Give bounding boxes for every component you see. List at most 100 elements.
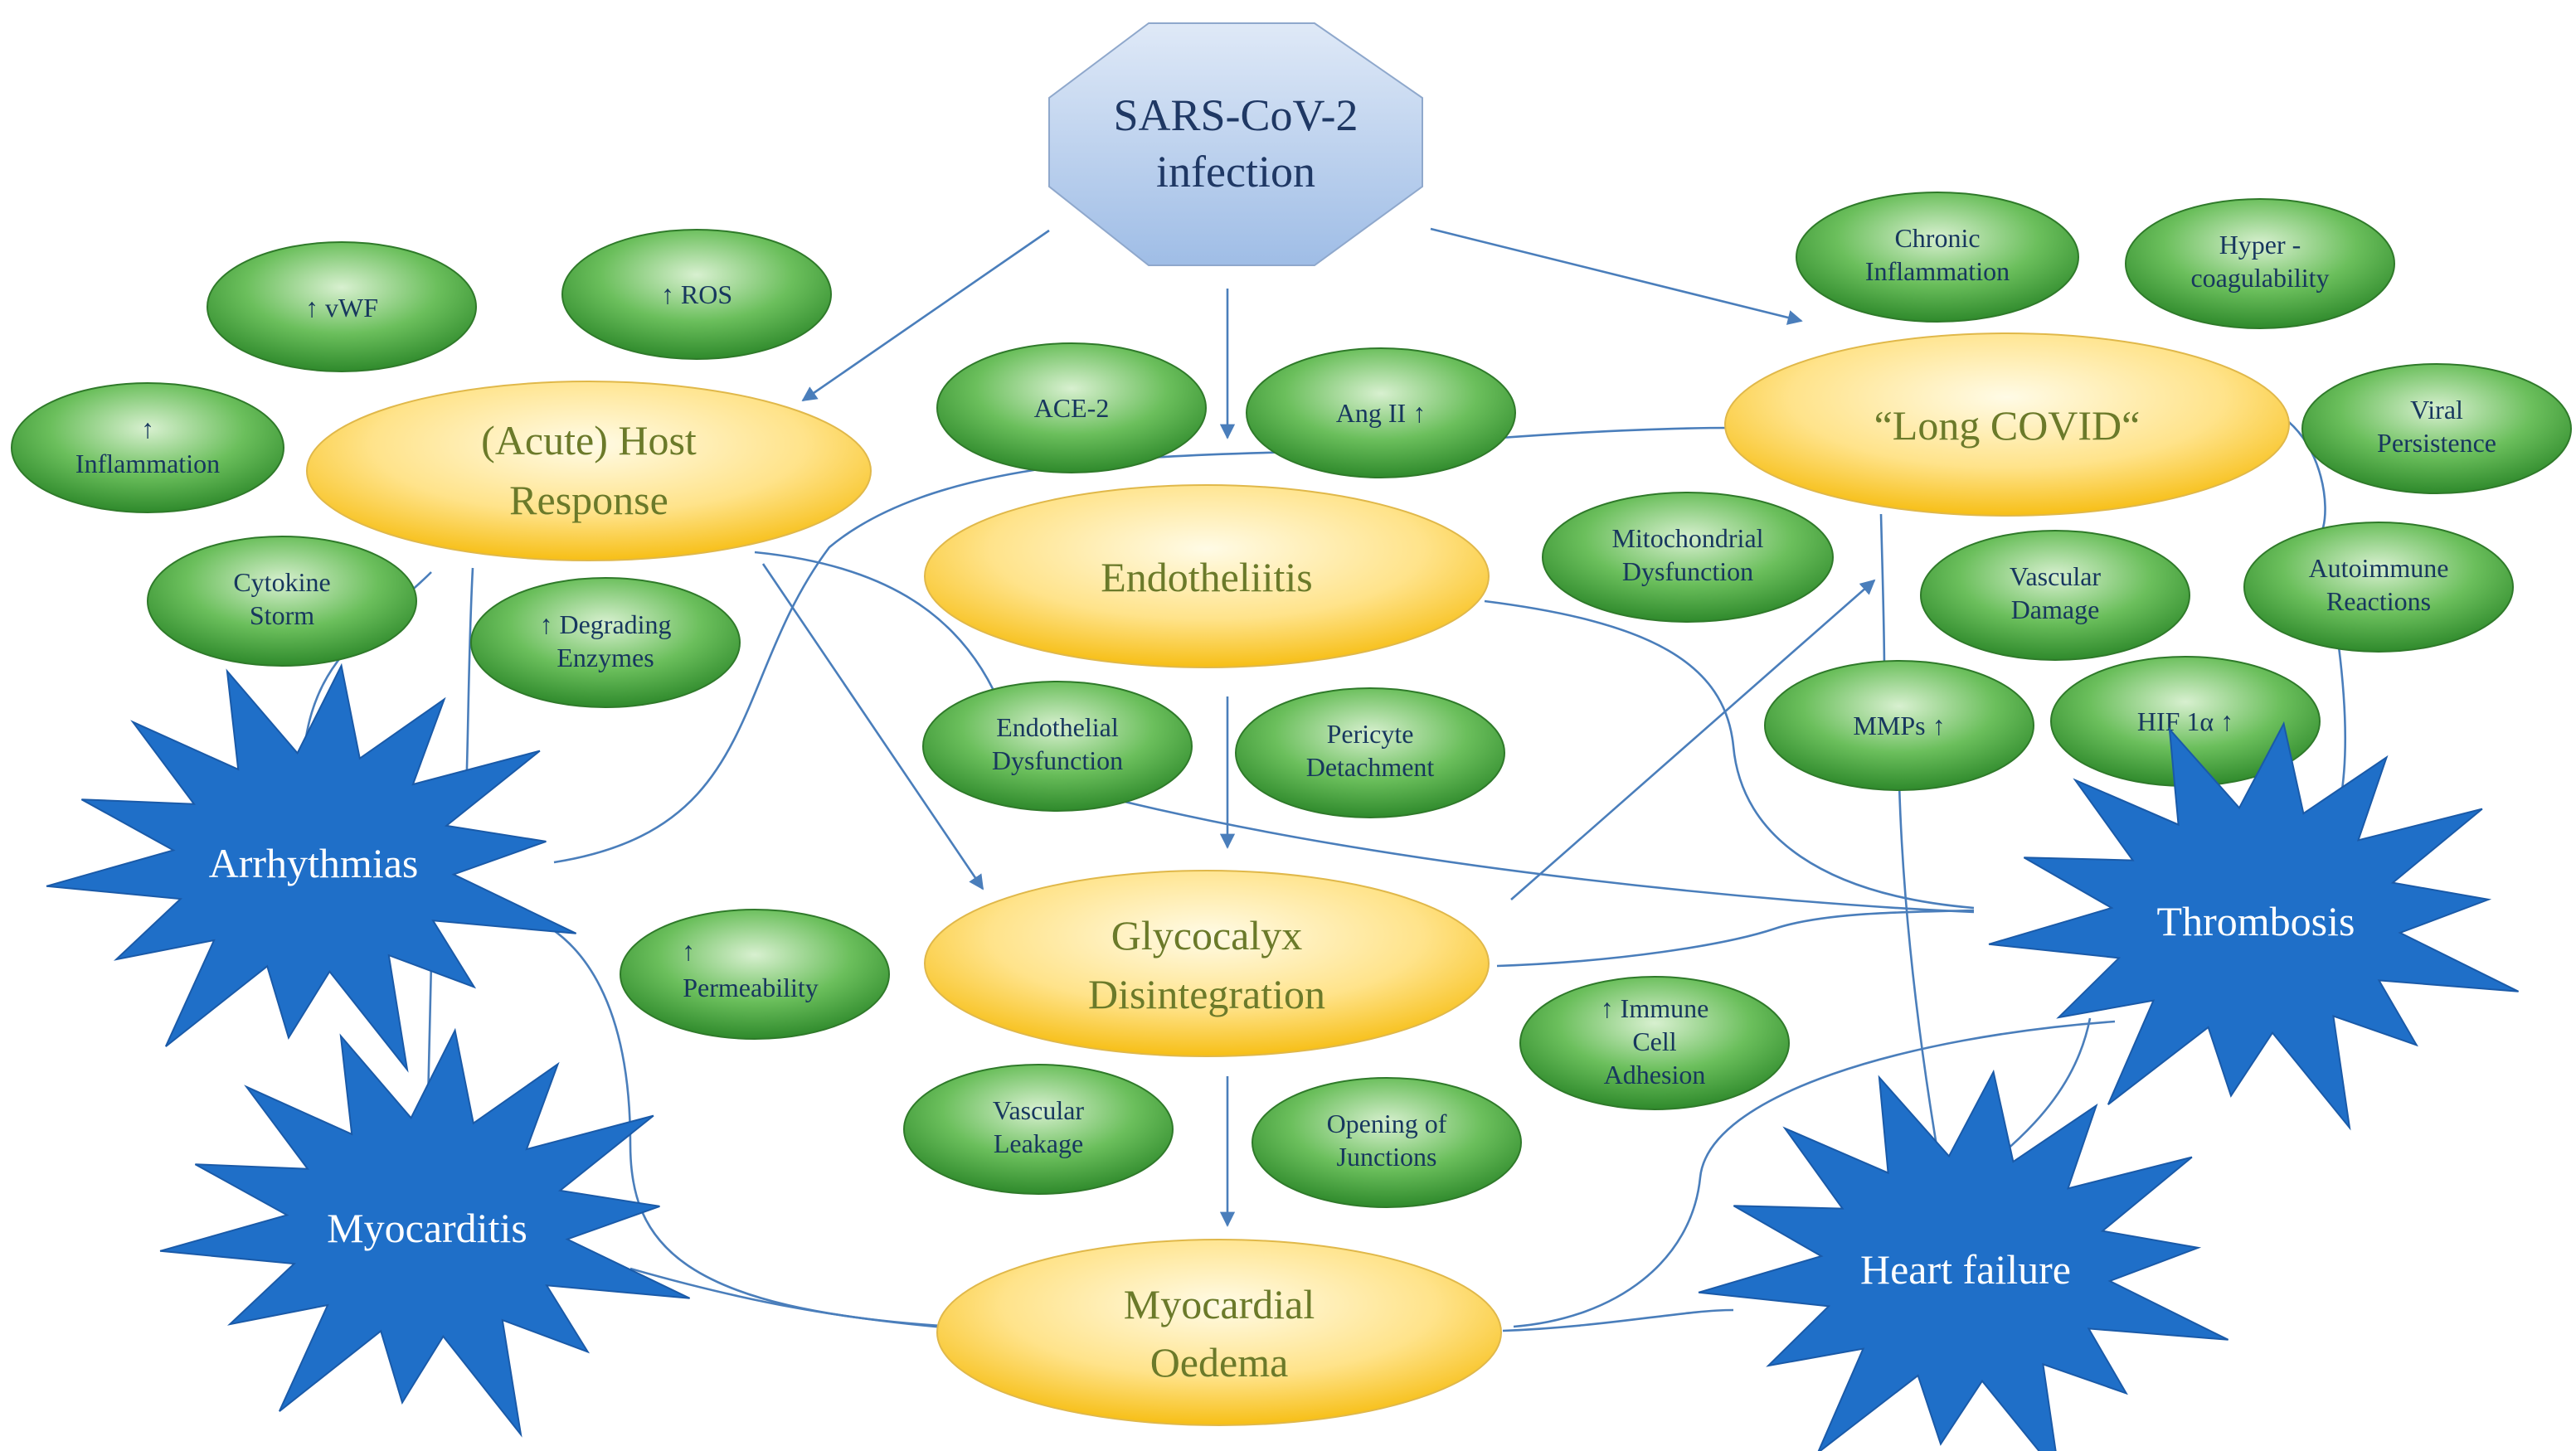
vwf-label: ↑ vWF <box>305 293 378 323</box>
permeability-line2: Permeability <box>683 973 819 1002</box>
pericyte-detachment-line1: Pericyte <box>1327 719 1414 749</box>
sars-cov-2-infection-node: SARS-CoV-2 infection <box>1048 22 1423 266</box>
arrow-infection-to-long-covid <box>1430 227 1803 325</box>
hif1a-label: HIF 1α ↑ <box>2137 706 2233 736</box>
ace2-node: ACE-2 <box>936 342 1207 473</box>
heart-failure-label-group: Heart failure <box>1860 1246 2071 1293</box>
permeability-node: ↑ Permeability <box>620 909 890 1040</box>
cytokine-storm-line2: Storm <box>250 600 314 630</box>
line-glycocalyx-to-thrombosis <box>1496 909 1975 968</box>
autoimmune-reactions-line1: Autoimmune <box>2309 553 2449 583</box>
ang-ii-label: Ang II ↑ <box>1336 398 1426 428</box>
endotheliitis-label: Endotheliitis <box>1101 554 1313 600</box>
line-host-to-arrhythmias <box>464 567 474 797</box>
ace2-label: ACE-2 <box>1034 393 1110 423</box>
acute-host-response-node: (Acute) Host Response <box>306 381 872 561</box>
line-oedema-to-heart-failure <box>1502 1308 1734 1332</box>
viral-persistence-node: Viral Persistence <box>2301 363 2572 494</box>
immune-cell-adhesion-line3: Adhesion <box>1604 1060 1706 1089</box>
arrhythmias-star <box>46 662 577 1073</box>
vascular-leakage-node: Vascular Leakage <box>903 1064 1174 1195</box>
hypercoagulability-node: Hyper - coagulability <box>2125 198 2395 329</box>
myocarditis-star <box>159 1027 691 1438</box>
line-ang-ii-to-long-covid <box>1500 426 1734 439</box>
top-node-line1: SARS-CoV-2 <box>1113 90 1358 140</box>
line-endotheliitis-to-thrombosis <box>1484 599 1975 910</box>
line-long-covid-to-autoimmune <box>2284 417 2326 531</box>
pericyte-detachment-node: Pericyte Detachment <box>1235 687 1505 818</box>
opening-junctions-node: Opening of Junctions <box>1252 1077 1522 1208</box>
acute-host-line2: Response <box>509 477 668 523</box>
ang-ii-node: Ang II ↑ <box>1246 347 1516 478</box>
outcome-stars <box>46 662 2520 1451</box>
line-endothelial-dysfunction-to-thrombosis <box>1117 798 1975 914</box>
endothelial-dysfunction-line2: Dysfunction <box>992 745 1123 775</box>
pericyte-detachment-line2: Detachment <box>1306 752 1435 782</box>
line-oedema-to-thrombosis <box>1513 1020 2116 1328</box>
inflammation-node: ↑ Inflammation <box>11 382 284 513</box>
ros-node: ↑ ROS <box>561 229 832 360</box>
arrow-infection-to-host <box>801 229 1050 402</box>
oedema-line1: Myocardial <box>1124 1281 1315 1327</box>
mitochondrial-dysfunction-node: Mitochondrial Dysfunction <box>1542 492 1834 623</box>
glycocalyx-line2: Disintegration <box>1088 971 1325 1017</box>
hypercoagulability-line1: Hyper - <box>2219 230 2301 260</box>
top-node-line2: infection <box>1156 147 1315 197</box>
vascular-leakage-line1: Vascular <box>993 1095 1085 1125</box>
immune-cell-adhesion-line2: Cell <box>1632 1026 1676 1056</box>
cytokine-storm-node: Cytokine Storm <box>147 536 417 667</box>
line-autoimmune-to-thrombosis <box>2337 646 2347 801</box>
glycocalyx-disintegration-node: Glycocalyx Disintegration <box>924 870 1490 1057</box>
line-myocarditis-to-oedema <box>629 1267 955 1330</box>
inflammation-line1: ↑ <box>141 414 154 444</box>
oedema-line2: Oedema <box>1150 1339 1289 1385</box>
vascular-leakage-line2: Leakage <box>994 1128 1083 1158</box>
degrading-enzymes-line2: Enzymes <box>557 643 654 672</box>
long-covid-label: “Long COVID“ <box>1874 402 2141 449</box>
immune-cell-adhesion-node: ↑ Immune Cell Adhesion <box>1519 976 1790 1110</box>
chronic-inflammation-node: Chronic Inflammation <box>1796 192 2079 323</box>
chronic-inflammation-line2: Inflammation <box>1865 256 2010 286</box>
endotheliitis-node: Endotheliitis <box>924 484 1490 668</box>
arrhythmias-label-group: Arrhythmias <box>209 840 419 886</box>
line-host-to-endothelial-dysfunction <box>754 551 1005 714</box>
myocardial-oedema-node: Myocardial Oedema <box>936 1239 1502 1426</box>
thrombosis-label-group: Thrombosis <box>2157 898 2355 944</box>
hypercoagulability-line2: coagulability <box>2190 263 2329 293</box>
vascular-damage-line2: Damage <box>2011 594 2100 624</box>
endothelial-dysfunction-node: Endothelial Dysfunction <box>922 681 1193 812</box>
endothelial-dysfunction-line1: Endothelial <box>996 712 1119 742</box>
opening-junctions-line1: Opening of <box>1327 1109 1447 1138</box>
thrombosis-label: Thrombosis <box>2157 898 2355 944</box>
myocarditis-label: Myocarditis <box>327 1205 527 1251</box>
degrading-enzymes-line1: ↑ Degrading <box>539 609 671 639</box>
arrhythmias-label: Arrhythmias <box>209 840 419 886</box>
heart-failure-label: Heart failure <box>1860 1246 2071 1293</box>
mmps-node: MMPs ↑ <box>1764 660 2034 791</box>
mitochondrial-dysfunction-line2: Dysfunction <box>1622 556 1753 586</box>
myocarditis-label-group: Myocarditis <box>327 1205 527 1251</box>
long-covid-node: “Long COVID“ <box>1724 332 2290 517</box>
arrow-host-to-glycocalyx <box>761 563 984 890</box>
opening-junctions-line2: Junctions <box>1337 1142 1437 1172</box>
arrow-glycocalyx-to-long-covid <box>1510 579 1876 900</box>
mitochondrial-dysfunction-line1: Mitochondrial <box>1611 523 1763 553</box>
immune-cell-adhesion-line1: ↑ Immune <box>1601 993 1709 1023</box>
ros-label: ↑ ROS <box>661 279 732 309</box>
degrading-enzymes-node: ↑ Degrading Enzymes <box>470 577 741 708</box>
heart-failure-star <box>1698 1069 2229 1451</box>
glycocalyx-line1: Glycocalyx <box>1111 912 1302 958</box>
cytokine-storm-line1: Cytokine <box>233 567 330 597</box>
thrombosis-star <box>1988 721 2520 1131</box>
hif1a-node: HIF 1α ↑ <box>2050 656 2321 787</box>
line-long-covid-to-mmps <box>1879 513 1886 672</box>
autoimmune-reactions-line2: Reactions <box>2326 586 2431 616</box>
vascular-damage-node: Vascular Damage <box>1920 530 2190 661</box>
chronic-inflammation-line1: Chronic <box>1894 223 1980 253</box>
inflammation-line2: Inflammation <box>75 449 220 478</box>
autoimmune-reactions-node: Autoimmune Reactions <box>2243 522 2514 653</box>
viral-persistence-line1: Viral <box>2410 395 2463 425</box>
vascular-damage-line1: Vascular <box>2010 561 2102 591</box>
